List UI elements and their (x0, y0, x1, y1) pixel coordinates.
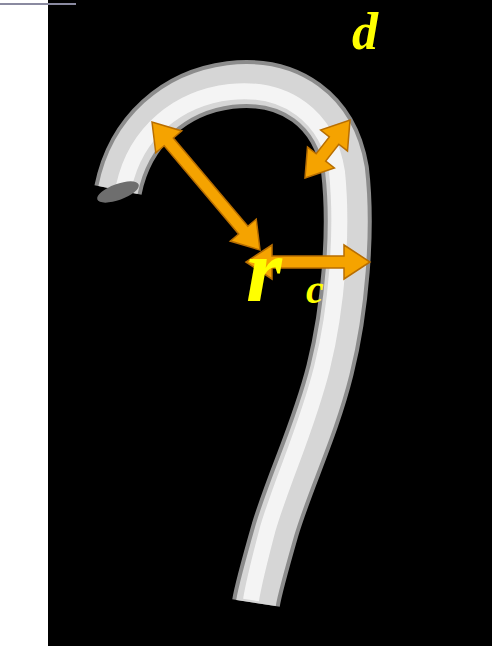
dimension-label: r (246, 224, 282, 316)
tube-end (95, 177, 142, 207)
dimension-arrow (305, 120, 350, 178)
subscript-label: c (306, 270, 324, 310)
dimension-arrow (152, 122, 260, 250)
slide-rule (0, 3, 76, 5)
dimension-label: d (352, 6, 378, 58)
black-panel (48, 0, 492, 646)
